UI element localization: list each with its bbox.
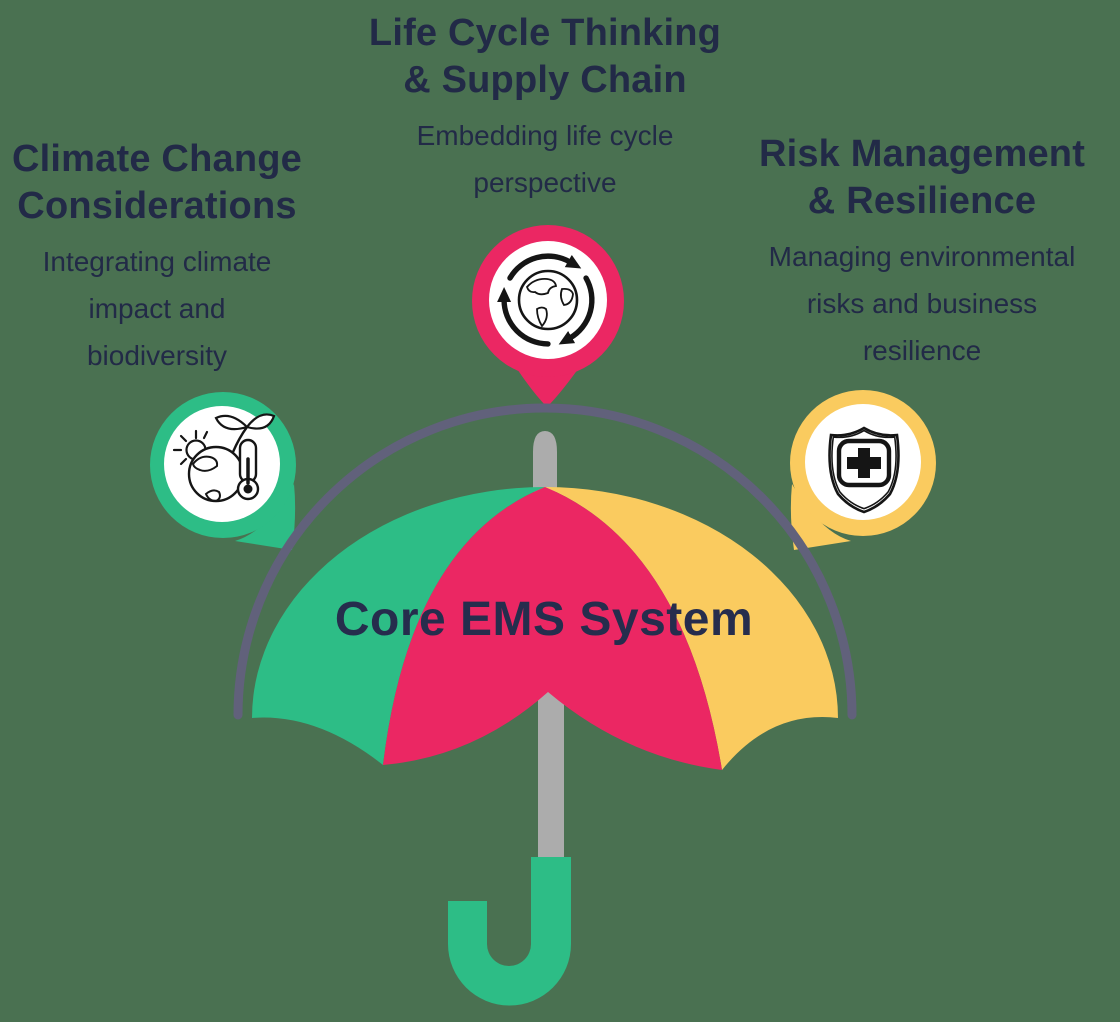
bubble-tail [235, 484, 296, 550]
globe-recycle-arrows-icon [497, 253, 595, 347]
life-cycle-description: Embedding life cycle perspective [365, 112, 725, 206]
risk-management-node-bubble [790, 390, 936, 550]
risk-management-title: Risk Management & Resilience [722, 131, 1120, 225]
protective-arc [233, 403, 857, 720]
climate-change-title: Climate Change Considerations [7, 136, 307, 230]
desc-line: biodiversity [86, 340, 228, 371]
life-cycle-label-block: Life Cycle Thinking & Supply Chain Embed… [365, 10, 725, 206]
umbrella-panel-right [545, 487, 838, 770]
risk-management-label-block: Risk Management & Resilience Managing en… [722, 131, 1120, 374]
climate-change-label-block: Climate Change Considerations Integratin… [7, 136, 307, 379]
desc-line: impact and [88, 293, 226, 324]
life-cycle-title: Life Cycle Thinking & Supply Chain [365, 10, 725, 104]
title-line: Considerations [17, 185, 297, 227]
umbrella-core-label: Core EMS System [334, 593, 754, 646]
earth-plant-thermometer-icon [172, 413, 276, 503]
umbrella-handle [448, 857, 571, 1006]
umbrella [252, 431, 838, 1006]
desc-line: perspective [473, 167, 617, 198]
shield-medical-cross-icon [828, 426, 900, 514]
risk-management-description: Managing environmental risks and busines… [722, 233, 1120, 374]
climate-change-node-bubble [150, 392, 296, 550]
desc-line: Integrating climate [42, 246, 272, 277]
desc-line: Managing environmental [768, 241, 1076, 272]
umbrella-panel-left [252, 487, 545, 765]
desc-line: risks and business [806, 288, 1038, 319]
title-line: & Resilience [807, 180, 1037, 222]
title-line: & Supply Chain [403, 59, 687, 101]
umbrella-finial [533, 431, 557, 492]
title-line: Life Cycle Thinking [368, 12, 722, 54]
umbrella-panel-center [383, 487, 722, 770]
title-line: Risk Management [758, 133, 1086, 175]
title-line: Climate Change [12, 138, 302, 180]
life-cycle-node-pin [472, 225, 624, 407]
climate-change-description: Integrating climate impact and biodivers… [7, 238, 307, 379]
desc-line: resilience [862, 335, 982, 366]
bubble-tail [790, 484, 851, 550]
desc-line: Embedding life cycle [416, 120, 674, 151]
